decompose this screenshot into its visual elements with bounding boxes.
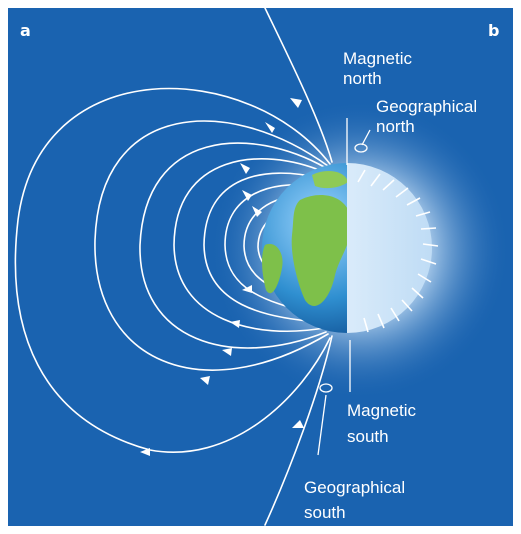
south-america-landmass xyxy=(262,243,283,294)
geographical-south-marker xyxy=(319,383,333,393)
magnetic-south-label-line2: south xyxy=(347,427,389,446)
panel-label-b: b xyxy=(488,21,499,40)
africa-landmass xyxy=(291,195,347,306)
right-field-arrows xyxy=(357,169,439,333)
magnetic-north-label-line1: Magnetic xyxy=(343,49,412,68)
geographical-north-pointer xyxy=(361,129,371,146)
panel-label-a: a xyxy=(20,21,31,40)
geographical-north-label-line2: north xyxy=(376,117,415,136)
earth-right-half xyxy=(347,163,432,333)
geographical-south-pointer xyxy=(317,394,327,456)
magnetic-south-label: Magnetic south xyxy=(347,401,416,446)
magnetic-south-label-line1: Magnetic xyxy=(347,401,416,420)
geographical-north-label-line1: Geographical xyxy=(376,97,477,116)
magnetic-north-label-line2: north xyxy=(343,69,382,88)
earth-globe xyxy=(262,163,347,333)
geographical-south-label: Geographical south xyxy=(304,478,405,522)
geographical-south-label-line1: Geographical xyxy=(304,478,405,497)
geographical-north-marker xyxy=(354,143,368,153)
europe-landmass xyxy=(312,170,347,189)
geographical-north-label: Geographical north xyxy=(376,97,477,136)
magnetic-north-label: Magnetic north xyxy=(343,49,412,88)
geographical-south-label-line2: south xyxy=(304,503,346,522)
